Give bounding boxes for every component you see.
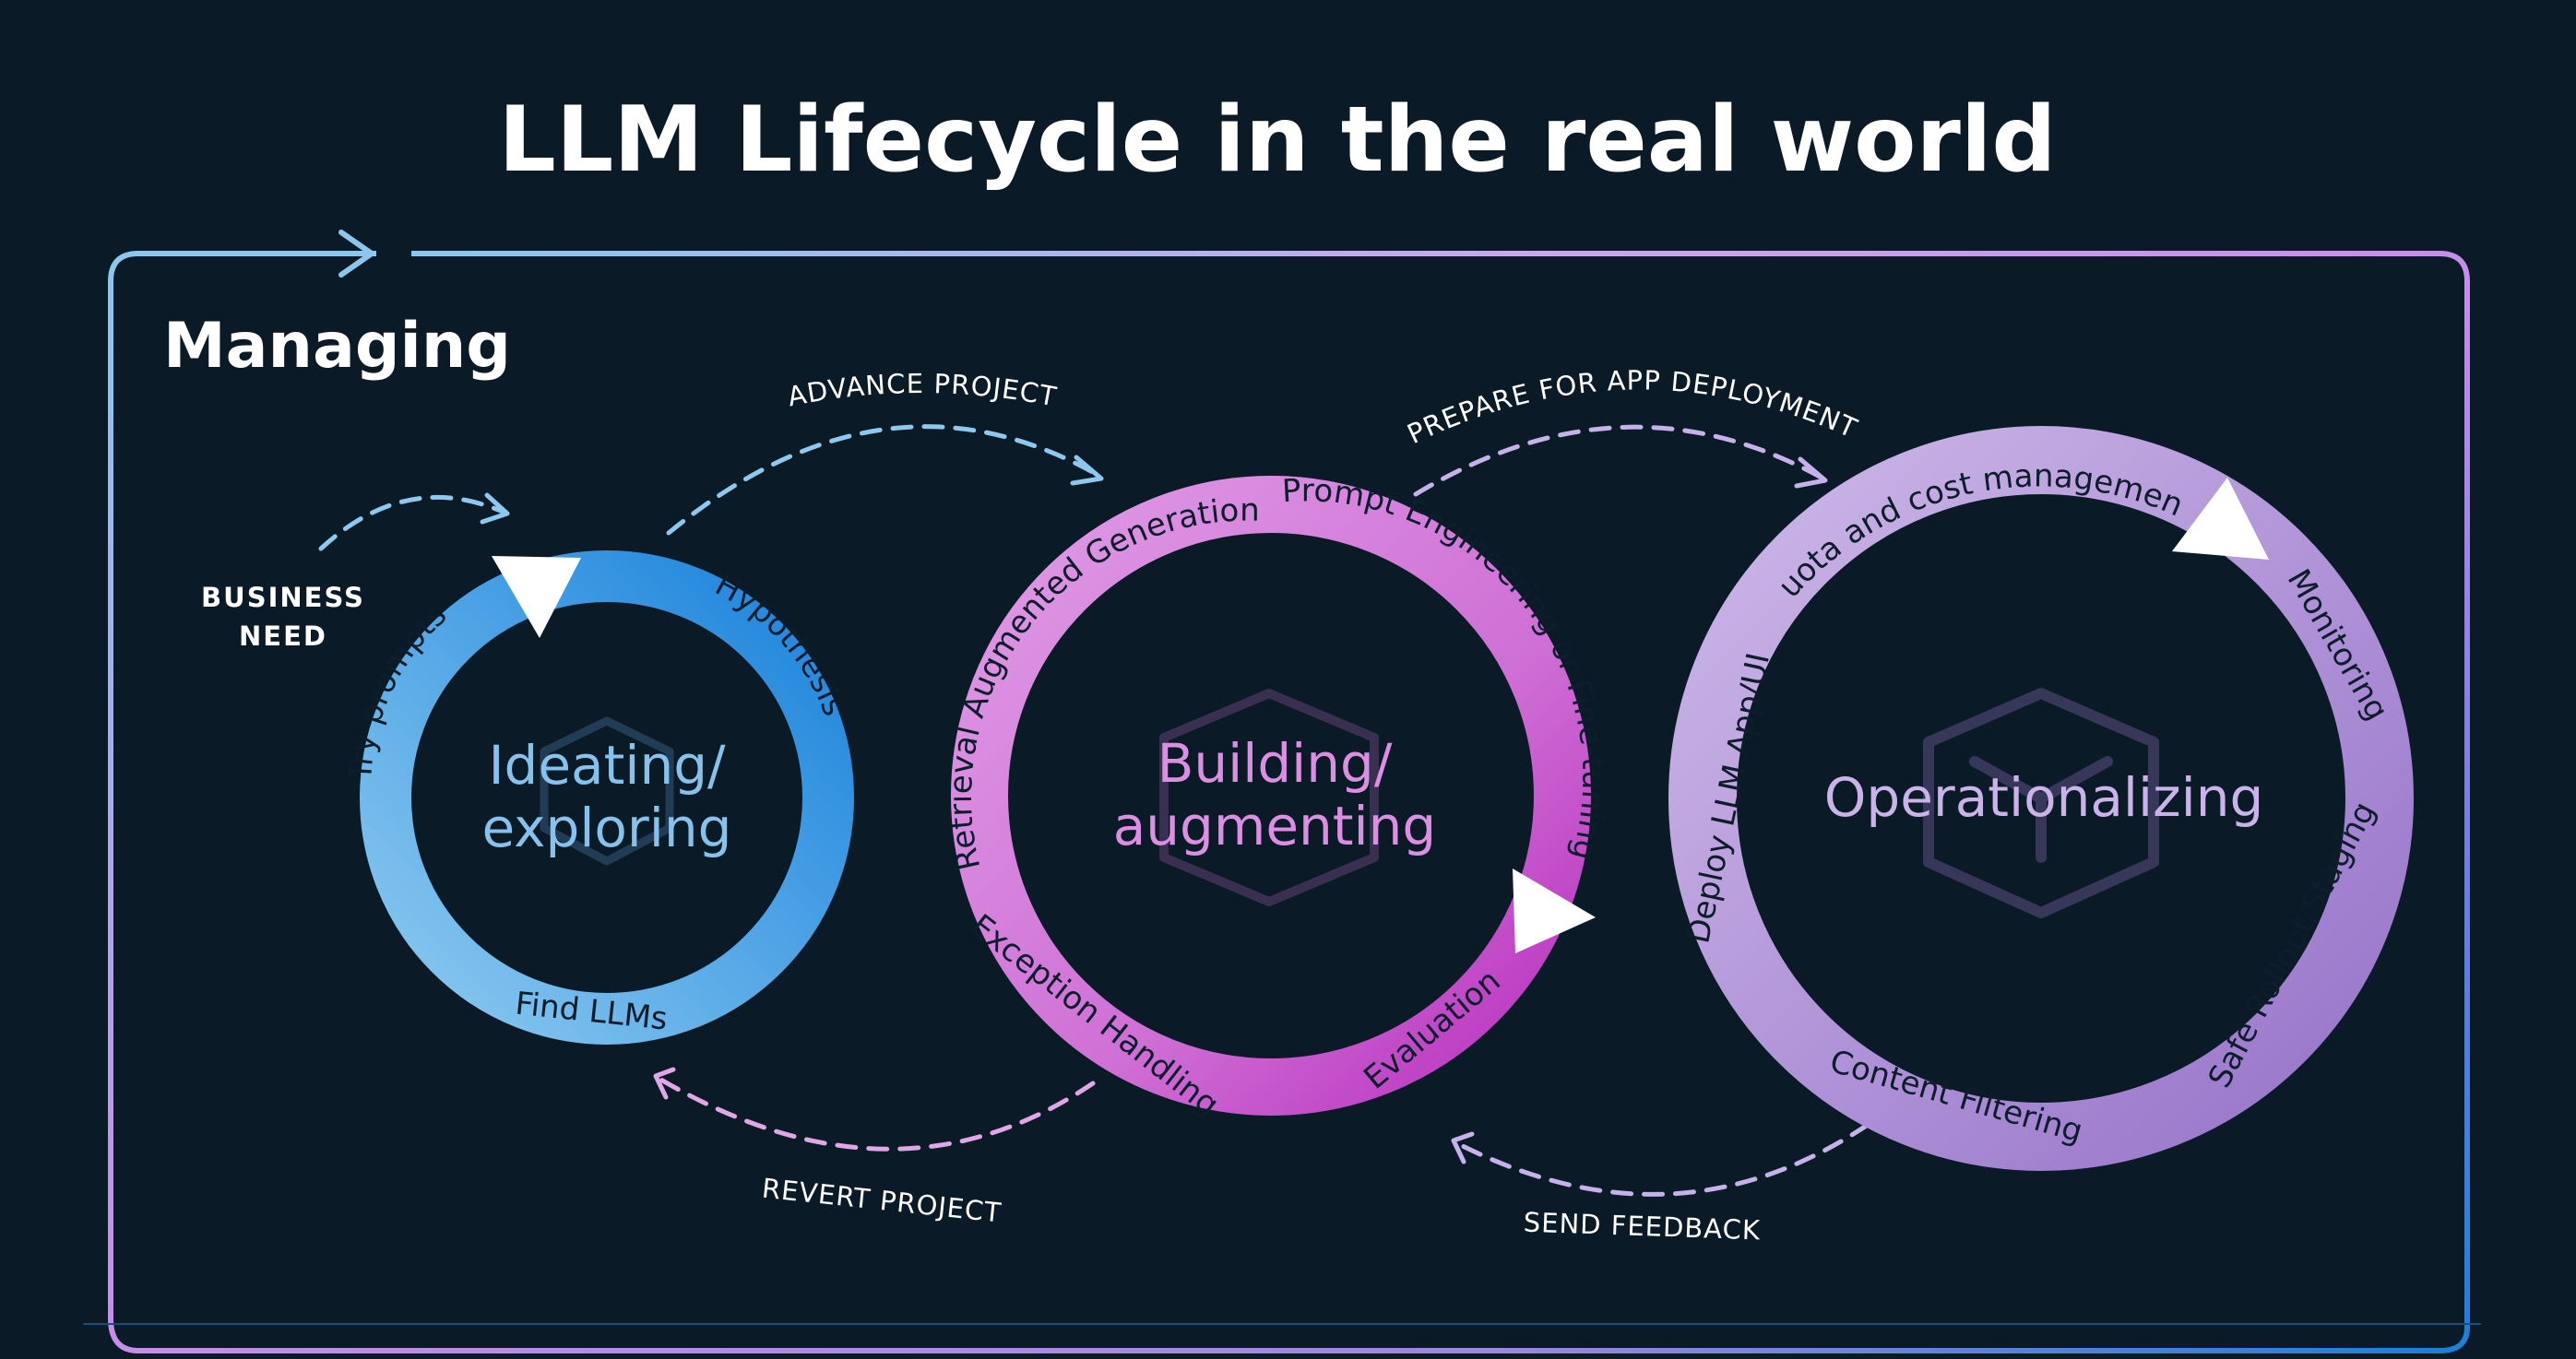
revert-arrowhead-icon xyxy=(653,1067,676,1100)
send-feedback-arrow xyxy=(1454,1122,1870,1197)
business-need-line-2: NEED xyxy=(239,620,327,652)
hexagon-icon xyxy=(540,716,674,866)
hexagon-icon xyxy=(1159,689,1379,906)
frame-arrow-icon xyxy=(338,230,374,278)
prepare-deployment-arrow xyxy=(1413,424,1824,497)
business-need-arrow xyxy=(318,495,505,551)
ideating-title-line-1: Ideating/ xyxy=(488,734,726,797)
operationalizing-title: Operationalizing xyxy=(1824,766,2264,829)
revert-project-arrow xyxy=(657,1076,1096,1152)
managing-label: Managing xyxy=(163,310,511,383)
stage-ideating: Ideating/ exploring Try prompts Hypothes… xyxy=(342,550,854,1045)
advance-arrowhead-icon xyxy=(1070,455,1104,486)
page-title: LLM Lifecycle in the real world xyxy=(498,88,2056,193)
frame-gap xyxy=(376,247,411,260)
building-title-line-2: augmenting xyxy=(1113,795,1437,857)
business-need-arrowhead-icon xyxy=(480,492,510,525)
ideating-title-line-2: exploring xyxy=(482,797,732,859)
stage-building: Building/ augmenting Retrieval Augmented… xyxy=(943,472,1612,1123)
operationalizing-ring xyxy=(1668,426,2414,1171)
business-need-line-1: BUSINESS xyxy=(201,582,365,613)
prepare-arrowhead-icon xyxy=(1794,456,1828,489)
prepare-deployment-label: PREPARE FOR APP DEPLOYMENT xyxy=(1403,364,1862,450)
advance-project-label: ADVANCE PROJECT xyxy=(785,368,1060,413)
ideating-ring xyxy=(360,550,854,1045)
ring-label-exception-handling: Exception Handling xyxy=(964,907,1226,1124)
building-title-line-1: Building/ xyxy=(1157,732,1393,795)
ideating-cycle-arrowhead-icon xyxy=(492,556,581,638)
building-ring xyxy=(951,476,1591,1116)
building-cycle-arrowhead-icon xyxy=(1513,869,1596,953)
cube-icon xyxy=(1923,688,2159,918)
send-feedback-label: SEND FEEDBACK xyxy=(1523,1207,1761,1247)
advance-project-arrow xyxy=(666,424,1100,536)
operationalizing-cycle-arrowhead-icon xyxy=(2172,478,2269,560)
feedback-arrowhead-icon xyxy=(1451,1131,1475,1164)
revert-project-label: REVERT PROJECT xyxy=(761,1173,1003,1229)
